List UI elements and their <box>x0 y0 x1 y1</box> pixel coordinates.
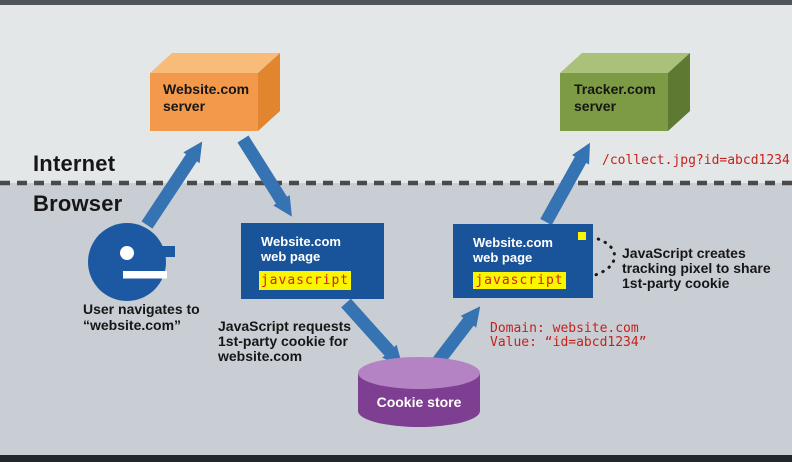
webpage-first-title: Website.com web page <box>261 234 384 264</box>
annotation-js-creates-line3: 1st-party cookie <box>622 275 730 291</box>
bottom-border-bar <box>0 455 792 462</box>
arrow-user-to-website-server <box>141 141 203 229</box>
webpage-second-title-line2: web page <box>473 250 533 265</box>
webpage-second-title: Website.com web page <box>473 235 593 265</box>
website-server-front-face <box>150 73 258 131</box>
webpage-first-title-line2: web page <box>261 249 321 264</box>
annotation-js-requests-line2: 1st-party cookie for <box>218 333 348 349</box>
cookie-details: Domain: website.com Value: “id=abcd1234” <box>490 322 647 350</box>
webpage-first-title-line1: Website.com <box>261 234 341 249</box>
annotation-js-creates-line1: JavaScript creates <box>622 245 746 261</box>
user-icon-mouth <box>123 271 167 279</box>
tracker-server-box <box>560 53 690 131</box>
website-server-side-face <box>258 53 280 131</box>
website-server-type: server <box>163 98 206 114</box>
user-icon-eye <box>120 246 134 260</box>
tracker-server-type: server <box>574 98 617 114</box>
cookie-store-lid <box>358 357 480 389</box>
cookie-value-line: Value: “id=abcd1234” <box>490 335 647 350</box>
tracker-server-label: Tracker.com server <box>574 81 656 115</box>
annotation-js-requests-line3: website.com <box>218 348 303 364</box>
annotation-js-requests: JavaScript requests 1st-party cookie for… <box>218 319 351 364</box>
website-server-box <box>150 53 280 131</box>
annotation-js-creates-line2: tracking pixel to share <box>622 260 771 276</box>
cookie-store-cylinder <box>358 357 480 427</box>
webpage-box-second: Website.com web page javascript <box>453 224 593 298</box>
tracking-pixel <box>578 232 586 240</box>
website-server-name: Website.com <box>163 81 250 97</box>
javascript-badge-first: javascript <box>259 271 351 290</box>
internet-zone-label: Internet <box>33 151 116 176</box>
webpage-second-title-line1: Website.com <box>473 235 553 250</box>
cookie-domain-line: Domain: website.com <box>490 321 639 336</box>
user-caption-line1: User navigates to <box>83 301 200 317</box>
user-caption-line2: “website.com” <box>83 317 182 333</box>
tracker-server-side-face <box>668 53 690 131</box>
user-icon <box>88 223 175 301</box>
arrow-website-server-to-webpage <box>237 135 292 217</box>
tracker-server-top-face <box>560 53 690 73</box>
collect-request-url: /collect.jpg?id=abcd1234 <box>602 153 790 168</box>
javascript-badge-second: javascript <box>473 272 566 289</box>
website-server-top-face <box>150 53 280 73</box>
webpage-box-first: Website.com web page javascript <box>241 223 384 299</box>
user-caption: User navigates to “website.com” <box>83 301 200 333</box>
tracking-pixel-callout-path <box>566 235 616 283</box>
website-server-label: Website.com server <box>163 81 249 115</box>
arrow-webpage-to-cookie-store <box>341 298 403 366</box>
annotation-js-creates: JavaScript creates tracking pixel to sha… <box>622 246 771 291</box>
browser-zone-label: Browser <box>33 191 123 216</box>
arrow-webpage-to-tracker-server <box>540 142 590 226</box>
tracker-server-front-face <box>560 73 668 131</box>
annotation-js-requests-line1: JavaScript requests <box>218 318 352 334</box>
top-border-bar <box>0 0 792 5</box>
cookie-store-label: Cookie store <box>376 394 462 410</box>
tracker-server-name: Tracker.com <box>574 81 656 97</box>
